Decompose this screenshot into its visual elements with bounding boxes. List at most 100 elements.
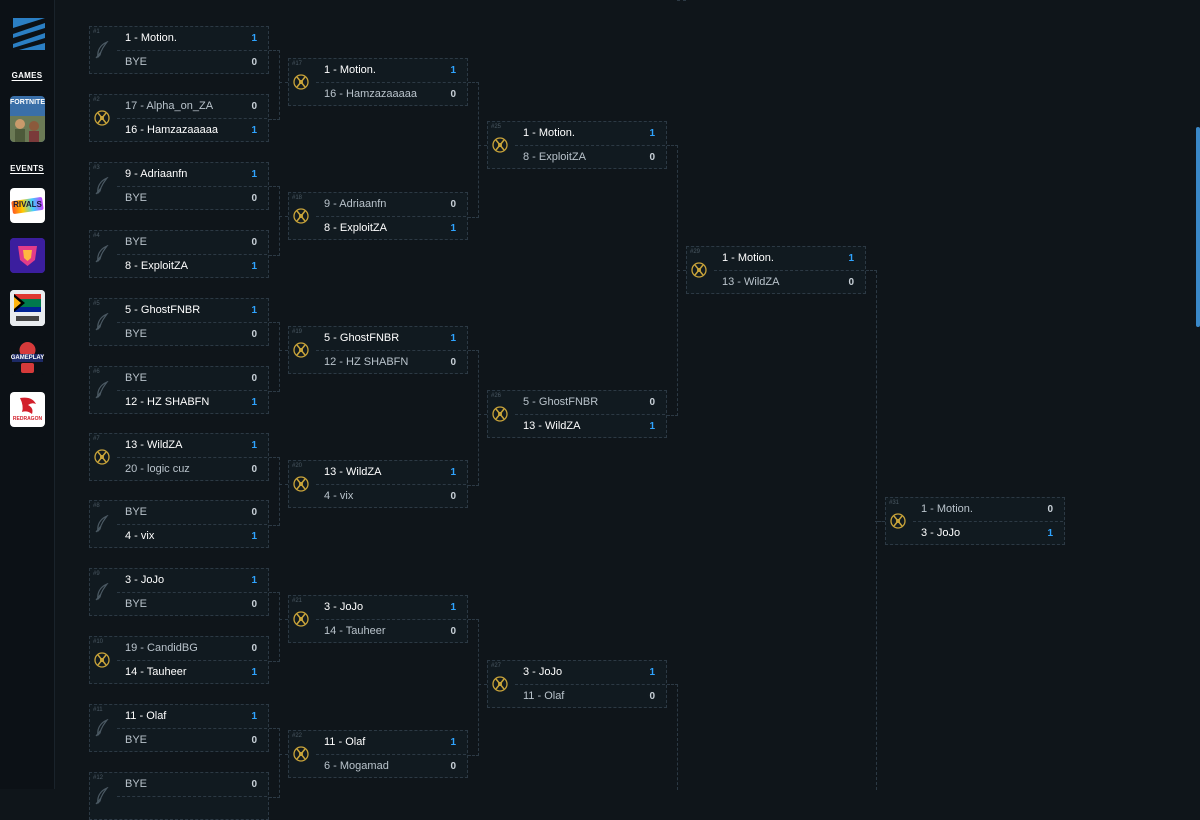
event-rivals-icon[interactable]: RIVALS bbox=[10, 188, 45, 223]
participant-slot[interactable]: 1 - Motion.1 bbox=[117, 27, 267, 51]
event-league-icon[interactable] bbox=[10, 238, 45, 273]
participant-score: 1 bbox=[251, 575, 257, 586]
participant-name: 12 - HZ SHABFN bbox=[324, 356, 409, 368]
feather-icon bbox=[94, 380, 110, 400]
participant-name: 3 - JoJo bbox=[523, 666, 563, 678]
brand-logo-icon[interactable] bbox=[13, 18, 45, 50]
participant-score: 1 bbox=[450, 467, 456, 478]
participant-name: 14 - Tauheer bbox=[125, 666, 187, 678]
participant-slot[interactable]: 1 - Motion.0 bbox=[913, 498, 1063, 522]
participant-name: 3 - JoJo bbox=[125, 574, 165, 586]
participant-score: 1 bbox=[649, 667, 655, 678]
event-gameplay-icon[interactable]: GAMEPLAY bbox=[10, 340, 45, 375]
participant-score: 0 bbox=[251, 599, 257, 610]
bracket-connector bbox=[875, 521, 885, 522]
bracket-connector bbox=[269, 592, 280, 662]
crest-icon bbox=[691, 260, 707, 280]
crest-icon bbox=[890, 511, 906, 531]
participant-slot[interactable]: 1 - Motion.1 bbox=[316, 59, 466, 83]
participant-slot[interactable]: 1 - Motion.1 bbox=[714, 247, 864, 271]
event-flag-icon[interactable] bbox=[10, 290, 45, 326]
participant-slot[interactable]: 3 - JoJo 1 bbox=[117, 569, 267, 593]
participant-name: BYE bbox=[125, 778, 148, 790]
participant-name: 13 - WildZA bbox=[125, 439, 183, 451]
game-fortnite-icon[interactable]: FORTNITE bbox=[10, 96, 45, 142]
scrollbar-thumb[interactable] bbox=[1196, 127, 1200, 327]
participant-name: 3 - JoJo bbox=[921, 527, 961, 539]
participant-score: 1 bbox=[251, 169, 257, 180]
feather-icon bbox=[94, 244, 110, 264]
participant-name: 8 - ExploitZA bbox=[125, 260, 188, 272]
participant-slot[interactable] bbox=[117, 797, 267, 820]
participant-name: BYE bbox=[125, 192, 148, 204]
participant-slot[interactable]: 3 - JoJo 1 bbox=[515, 661, 665, 685]
participant-slot[interactable]: 1 - Motion.1 bbox=[515, 122, 665, 146]
participant-score: 1 bbox=[251, 397, 257, 408]
participant-score: 0 bbox=[1047, 504, 1053, 515]
event-redragon-icon[interactable]: REDRAGON bbox=[10, 392, 45, 427]
participant-score: 0 bbox=[251, 329, 257, 340]
